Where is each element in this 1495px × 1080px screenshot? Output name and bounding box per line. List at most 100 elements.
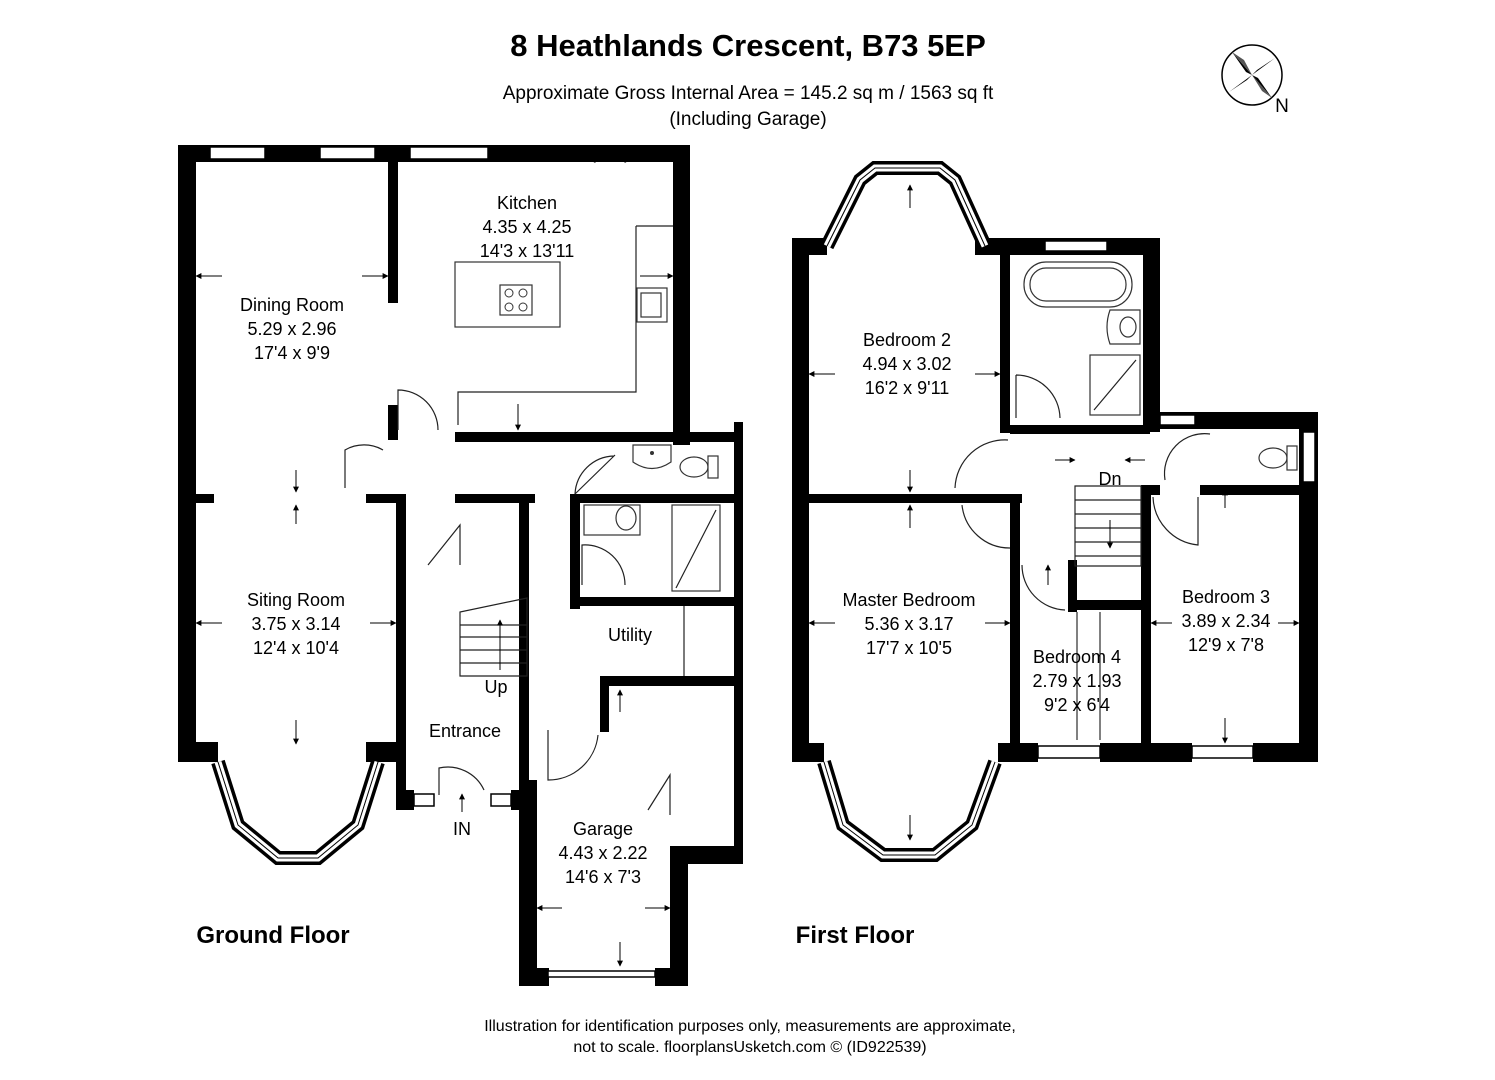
gf-door-garage bbox=[547, 730, 599, 781]
ff-door-bed4 bbox=[1021, 564, 1066, 611]
ff-wall-bed2-master bbox=[792, 494, 1022, 503]
gf-wall-garage-store bbox=[670, 676, 743, 686]
first-floor-plan: Bedroom 2 4.94 x 3.02 16'2 x 9'11 Master… bbox=[792, 161, 1318, 862]
bedroom4-label: Bedroom 4 2.79 x 1.93 9'2 x 6'4 bbox=[1032, 647, 1121, 715]
dining-metric: 5.29 x 2.96 bbox=[247, 319, 336, 339]
gf-wall-garage-inner bbox=[600, 676, 609, 732]
kitchen-metric: 4.35 x 4.25 bbox=[482, 217, 571, 237]
bedroom2-metric: 4.94 x 3.02 bbox=[862, 354, 951, 374]
gf-wall-entrance-east bbox=[519, 494, 529, 810]
sitting-name: Siting Room bbox=[247, 590, 345, 610]
gf-door-sitting bbox=[344, 444, 384, 488]
gf-door-store bbox=[647, 772, 671, 815]
ff-door-bed3 bbox=[1152, 496, 1199, 546]
gf-wall-store-bottom bbox=[670, 846, 743, 864]
entrance-name: Entrance bbox=[429, 721, 501, 741]
ff-door-wc bbox=[1163, 433, 1211, 481]
kitchen-sink-icon bbox=[636, 287, 668, 323]
ff-wall-top-left bbox=[792, 238, 827, 255]
bedroom3-label: Bedroom 3 3.89 x 2.34 12'9 x 7'8 bbox=[1181, 587, 1270, 655]
ff-door-bath bbox=[1015, 374, 1061, 419]
ff-wall-wc-bed3 bbox=[1200, 485, 1318, 495]
ff-window-bathroom bbox=[1044, 240, 1108, 252]
ff-shower-tray-icon bbox=[1089, 354, 1141, 416]
master-label: Master Bedroom 5.36 x 3.17 17'7 x 10'5 bbox=[842, 590, 975, 658]
kitchen-label: Kitchen 4.35 x 4.25 14'3 x 13'11 bbox=[480, 193, 575, 261]
gf-door-front bbox=[438, 766, 485, 795]
disclaimer-line-1: Illustration for identification purposes… bbox=[484, 1018, 1016, 1035]
ground-floor-plan: Kitchen 4.35 x 4.25 14'3 x 13'11 Dining … bbox=[178, 145, 743, 986]
garage-label: Garage 4.43 x 2.22 14'6 x 7'3 bbox=[558, 819, 647, 887]
ff-dimension-arrows bbox=[808, 184, 1300, 841]
gf-wall-stair-cupboard-top bbox=[455, 494, 535, 503]
gf-window-garage-door bbox=[547, 970, 656, 978]
master-name: Master Bedroom bbox=[842, 590, 975, 610]
ff-window-wc bbox=[1302, 431, 1316, 483]
ff-wall-landing-bath bbox=[1010, 425, 1150, 434]
kitchen-worktop bbox=[457, 225, 673, 425]
kitchen-imperial: 14'3 x 13'11 bbox=[480, 241, 575, 261]
gf-wall-garage-front-right bbox=[655, 968, 688, 986]
ff-wall-stair-east bbox=[1068, 560, 1077, 612]
gf-wall-garage-front-left bbox=[519, 968, 549, 986]
bedroom3-metric: 3.89 x 2.34 bbox=[1181, 611, 1270, 631]
bedroom3-name: Bedroom 3 bbox=[1182, 587, 1270, 607]
ff-wall-bottom-left bbox=[792, 743, 824, 762]
gf-basin-icon bbox=[632, 444, 672, 470]
ff-door-bed2 bbox=[954, 439, 1009, 489]
first-floor-label: First Floor bbox=[796, 922, 915, 949]
gf-wall-west bbox=[178, 145, 196, 762]
master-metric: 5.36 x 3.17 bbox=[864, 614, 953, 634]
gf-window-dining-2 bbox=[319, 146, 376, 160]
gf-wall-dining-sitting-2 bbox=[366, 494, 402, 503]
ff-basin-icon bbox=[1106, 309, 1141, 345]
ff-door-master bbox=[961, 504, 1011, 549]
master-imperial: 17'7 x 10'5 bbox=[866, 638, 952, 658]
gf-wall-dining-sitting bbox=[178, 494, 214, 503]
gf-window-front-right bbox=[490, 793, 512, 807]
bedroom2-imperial: 16'2 x 9'11 bbox=[865, 378, 950, 398]
compass-icon bbox=[1221, 44, 1283, 106]
gf-wall-east-kitchen bbox=[673, 145, 690, 445]
bedroom4-metric: 2.79 x 1.93 bbox=[1032, 671, 1121, 691]
gf-wall-kitchen-south bbox=[455, 432, 742, 442]
gf-stairs bbox=[459, 597, 528, 677]
gf-wall-sitting-east bbox=[366, 742, 396, 762]
compass-north-label: N bbox=[1275, 96, 1289, 117]
ff-wall-bath-east bbox=[1143, 238, 1160, 432]
entry-label: IN bbox=[453, 819, 471, 839]
gf-door-stair-cupboard bbox=[427, 523, 461, 566]
gf-wall-wc-shower bbox=[570, 494, 740, 503]
area-note: (Including Garage) bbox=[669, 109, 826, 130]
kitchen-name: Kitchen bbox=[497, 193, 557, 213]
ff-wall-bottom-right bbox=[1253, 743, 1318, 762]
garage-imperial: 14'6 x 7'3 bbox=[565, 867, 641, 887]
gf-door-wc bbox=[574, 454, 616, 495]
sitting-label: Siting Room 3.75 x 3.14 12'4 x 10'4 bbox=[247, 590, 345, 658]
ff-wall-bed4-top bbox=[1068, 600, 1151, 610]
gf-toilet-icon bbox=[679, 455, 719, 479]
gf-wall-store-east bbox=[734, 676, 743, 864]
area-summary: Approximate Gross Internal Area = 145.2 … bbox=[503, 83, 994, 104]
gf-wall-garage-west bbox=[519, 780, 537, 986]
gf-wall-utility-top bbox=[570, 597, 740, 606]
gf-dimension-arrows bbox=[195, 149, 674, 967]
gf-wall-dining-partition bbox=[388, 145, 398, 303]
gf-window-dining-1 bbox=[209, 146, 266, 160]
gf-door-hall bbox=[397, 389, 439, 431]
bedroom4-name: Bedroom 4 bbox=[1033, 647, 1121, 667]
sitting-imperial: 12'4 x 10'4 bbox=[253, 638, 339, 658]
sitting-metric: 3.75 x 3.14 bbox=[251, 614, 340, 634]
garage-name: Garage bbox=[573, 819, 633, 839]
gf-stairs-label: Up bbox=[484, 677, 507, 697]
garage-metric: 4.43 x 2.22 bbox=[558, 843, 647, 863]
ff-toilet-icon bbox=[1258, 445, 1298, 471]
bedroom2-name: Bedroom 2 bbox=[863, 330, 951, 350]
ff-window-landing bbox=[1159, 414, 1196, 426]
gf-door-shower bbox=[581, 544, 626, 586]
ff-wall-master-bed4 bbox=[1010, 494, 1020, 762]
gf-wall-garage-east bbox=[670, 850, 688, 986]
bedroom3-imperial: 12'9 x 7'8 bbox=[1188, 635, 1264, 655]
ff-wall-wc-west bbox=[1141, 485, 1160, 495]
